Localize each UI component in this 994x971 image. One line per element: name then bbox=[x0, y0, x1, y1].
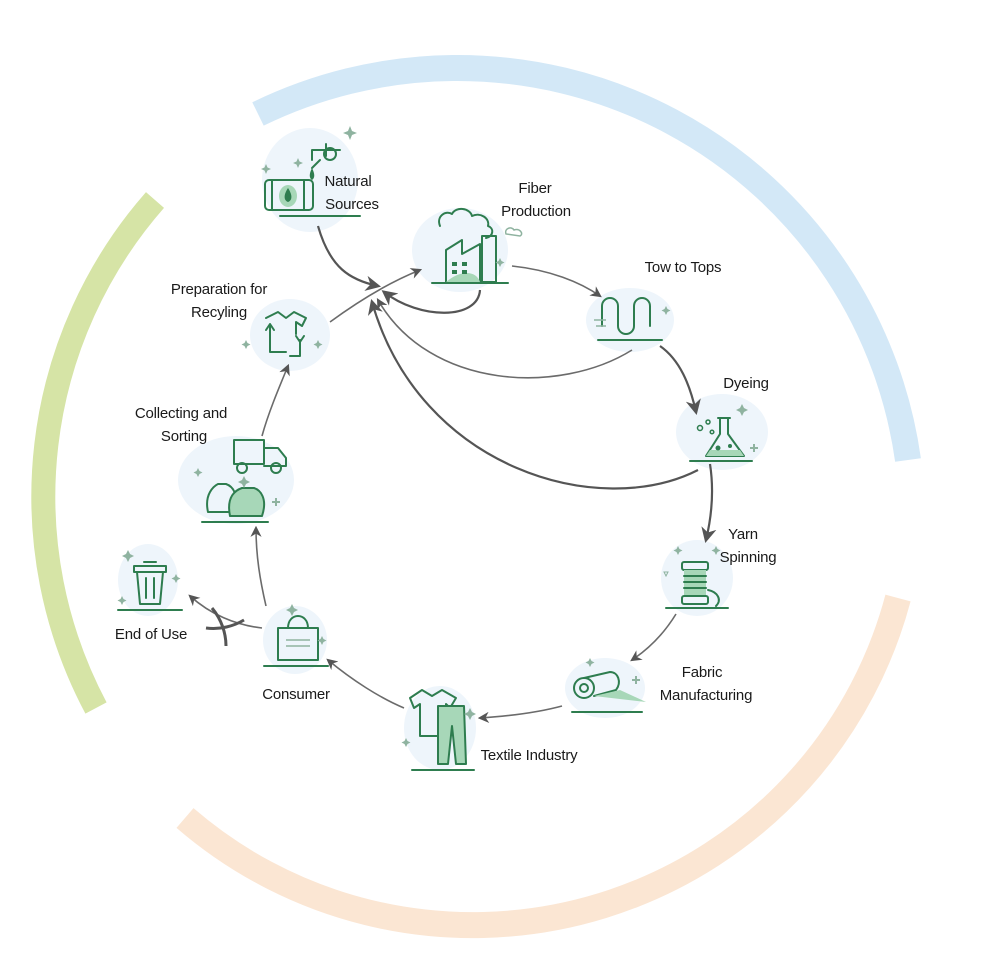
tshirt-pants-icon bbox=[409, 689, 475, 771]
label-line: Consumer bbox=[262, 686, 330, 703]
label-line: Sorting bbox=[161, 428, 207, 445]
roller-machine-icon bbox=[594, 297, 663, 341]
label-collecting-sorting: Collecting and Sorting bbox=[135, 405, 231, 445]
label-line: Sources bbox=[325, 196, 379, 213]
label-line: Preparation for bbox=[171, 281, 267, 298]
oil-barrel-tap-icon bbox=[264, 143, 361, 217]
decorative-sparkles bbox=[117, 126, 758, 747]
label-end-of-use: End of Use bbox=[115, 626, 187, 643]
label-fabric-manufacturing: Fabric Manufacturing bbox=[660, 664, 752, 704]
icon-backgrounds bbox=[118, 128, 768, 770]
label-line: Production bbox=[501, 203, 571, 220]
label-line: Collecting and bbox=[135, 405, 227, 422]
truck-bags-icon bbox=[201, 439, 287, 523]
spool-icon bbox=[665, 561, 729, 609]
label-line: Natural bbox=[325, 173, 372, 190]
label-line: End of Use bbox=[115, 626, 187, 643]
label-line: Textile Industry bbox=[481, 747, 579, 764]
label-line: Yarn bbox=[728, 526, 758, 543]
label-textile-industry: Textile Industry bbox=[481, 747, 579, 764]
ring-segment-green bbox=[31, 192, 165, 714]
trash-bin-icon bbox=[117, 561, 183, 611]
stage-labels: Natural Sources Fiber Production Tow to … bbox=[115, 173, 777, 764]
label-tow-to-tops: Tow to Tops bbox=[645, 259, 722, 276]
label-line: Recyling bbox=[191, 304, 247, 321]
label-yarn-spinning: Yarn Spinning bbox=[720, 526, 777, 566]
label-fiber-production: Fiber Production bbox=[501, 180, 571, 220]
label-dyeing: Dyeing bbox=[723, 375, 769, 392]
shopping-bag-icon bbox=[263, 615, 329, 667]
label-natural-sources: Natural Sources bbox=[325, 173, 379, 213]
label-preparation-recycling: Preparation for Recyling bbox=[171, 281, 271, 321]
fabric-roll-icon bbox=[571, 671, 646, 713]
recycle-shirt-icon bbox=[265, 311, 307, 357]
label-line: Fabric bbox=[682, 664, 723, 681]
ring-segment-peach bbox=[176, 594, 911, 939]
label-line: Dyeing bbox=[723, 375, 769, 392]
label-consumer: Consumer bbox=[262, 686, 330, 703]
factory-icon bbox=[431, 208, 523, 284]
label-line: Manufacturing bbox=[660, 687, 752, 704]
ring-segment-blue bbox=[252, 55, 921, 462]
flow-arrows bbox=[188, 225, 717, 723]
label-line: Tow to Tops bbox=[645, 259, 722, 276]
label-line: Spinning bbox=[720, 549, 777, 566]
label-line: Fiber bbox=[518, 180, 551, 197]
flask-icon bbox=[689, 417, 753, 462]
